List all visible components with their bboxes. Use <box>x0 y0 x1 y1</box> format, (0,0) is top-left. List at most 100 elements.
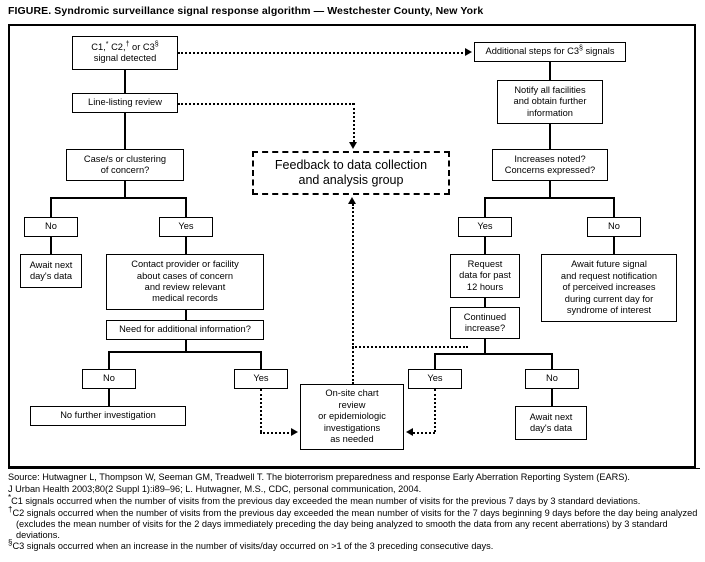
notify-line1: Notify all facilities <box>514 84 586 95</box>
dotted-signal-to-additional-steps <box>178 52 467 54</box>
dotted-continuedyes-down <box>434 389 436 432</box>
connector-continuedno-to-await2 <box>551 389 553 406</box>
flowchart-canvas: C1,* C2,† or C3§ signal detected Line-li… <box>8 24 696 468</box>
continued-yes-label: Yes <box>427 373 443 384</box>
dotted-needyes-right <box>260 432 293 434</box>
node-need-answer-no: No <box>82 369 136 389</box>
onsite-line1: On-site chart <box>325 388 379 399</box>
need-yes-label: Yes <box>253 373 269 384</box>
connector-need-split-horizontal <box>108 351 262 353</box>
node-onsite-chart-review: On-site chart review or epidemiologic in… <box>300 384 404 450</box>
footnote-source-line1: Source: Hutwagner L, Thompson W, Seeman … <box>8 472 630 482</box>
notify-line2: and obtain further <box>513 96 587 107</box>
connector-contact-to-need <box>185 310 187 320</box>
increases-line1: Increases noted? <box>514 153 586 164</box>
connector-linelisting-to-case <box>124 113 126 149</box>
line-listing-label: Line-listing review <box>88 97 162 108</box>
node-need-additional-information: Need for additional information? <box>106 320 264 340</box>
contact-line4: medical records <box>152 293 218 304</box>
contact-line3: and review relevant <box>144 282 226 292</box>
case-yes-label: Yes <box>178 221 194 232</box>
connector-increases-to-no <box>613 197 615 217</box>
node-continued-answer-yes: Yes <box>408 369 462 389</box>
awaitfuture-line4: during current day for <box>564 293 654 304</box>
arrowhead-onsite-to-feedback <box>348 197 356 204</box>
connector-continued-to-yes <box>434 353 436 369</box>
connector-increases-to-yes <box>484 197 486 217</box>
continued-no-label: No <box>546 373 558 384</box>
node-increases-answer-no: No <box>587 217 641 237</box>
onsite-line2: review <box>338 399 366 410</box>
contact-line1: Contact provider or facility <box>131 259 239 270</box>
dotted-linelisting-right <box>178 103 354 105</box>
arrowhead-continuedyes-to-onsite <box>406 428 413 436</box>
feedback-line1: Feedback to data collection <box>274 158 428 172</box>
request-line2: data for past <box>459 270 511 281</box>
additional-steps-label: Additional steps for C3§ signals <box>485 45 615 57</box>
connector-no-to-await <box>50 237 52 254</box>
connector-need-to-no <box>108 351 110 369</box>
request-line1: Request <box>467 258 503 269</box>
connector-case-stem <box>124 181 126 197</box>
request-line3: 12 hours <box>466 281 504 292</box>
node-notify-all-facilities: Notify all facilities and obtain further… <box>497 80 603 124</box>
footnote-section: §C3 signals occurred when an increase in… <box>8 539 700 552</box>
awaitfuture-line2: and request notification <box>560 270 658 281</box>
contact-line2: about cases of concern <box>136 270 234 281</box>
node-feedback-to-data-collection: Feedback to data collection and analysis… <box>252 151 450 195</box>
signal-detected-line1: C1,* C2,† or C3§ <box>91 40 159 52</box>
connector-increases-split-horizontal <box>484 197 615 199</box>
dotted-linelisting-down-to-feedback <box>353 103 355 142</box>
node-need-answer-yes: Yes <box>234 369 288 389</box>
dotted-continuedyes-left <box>413 432 435 434</box>
node-signal-detected: C1,* C2,† or C3§ signal detected <box>72 36 178 70</box>
connector-signal-to-linelisting <box>124 70 126 93</box>
await-right-line1: Await next <box>529 411 573 422</box>
node-request-data-past-12-hours: Request data for past 12 hours <box>450 254 520 298</box>
arrowhead-signal-to-additional-steps <box>465 48 472 56</box>
dotted-continued-increase-to-feedback-line <box>352 346 468 348</box>
connector-case-to-no <box>50 197 52 217</box>
footnote-star: *C1 signals occurred when the number of … <box>8 493 700 507</box>
footnote-star-marker: * <box>8 493 12 503</box>
node-continued-answer-no: No <box>525 369 579 389</box>
footnote-divider <box>8 468 700 469</box>
awaitfuture-line5: syndrome of interest <box>566 305 652 316</box>
connector-needno-to-nofurther <box>108 389 110 406</box>
increases-line2: Concerns expressed? <box>504 165 596 175</box>
connector-case-split-horizontal <box>50 197 187 199</box>
connector-continued-split-horizontal <box>434 353 553 355</box>
dotted-needyes-down <box>260 389 262 432</box>
signal-detected-line2: signal detected <box>93 53 157 63</box>
await-right-line2: day's data <box>529 423 573 433</box>
connector-need-to-yes <box>260 351 262 369</box>
connector-incyes-to-request <box>484 237 486 254</box>
onsite-line4: investigations <box>323 422 381 433</box>
footnote-section-text: C3 signals occurred when an increase in … <box>12 541 494 552</box>
need-info-label: Need for additional information? <box>119 324 251 335</box>
node-contact-provider: Contact provider or facility about cases… <box>106 254 264 310</box>
footnote-source-line2: J Urban Health 2003;80(2 Suppl 1):i89–96… <box>8 484 422 495</box>
await-left-line1: Await next <box>29 259 73 270</box>
node-await-future-signal: Await future signal and request notifica… <box>541 254 677 322</box>
connector-continued-stem <box>484 339 486 353</box>
node-line-listing-review: Line-listing review <box>72 93 178 113</box>
connector-need-stem <box>185 340 187 351</box>
dotted-onsite-up-to-feedback <box>352 204 354 384</box>
case-no-label: No <box>45 221 57 232</box>
node-await-next-days-data-left: Await next day's data <box>20 254 82 288</box>
connector-continued-to-no <box>551 353 553 369</box>
notify-line3: information <box>526 107 573 118</box>
node-increases-answer-yes: Yes <box>458 217 512 237</box>
connector-yes-to-contact <box>185 237 187 254</box>
footnote-dagger-marker: † <box>8 504 13 514</box>
node-no-further-investigation: No further investigation <box>30 406 186 426</box>
node-case-answer-no: No <box>24 217 78 237</box>
node-continued-increase: Continued increase? <box>450 307 520 339</box>
node-increases-noted-concerns-expressed: Increases noted? Concerns expressed? <box>492 149 608 181</box>
increases-no-label: No <box>608 221 620 232</box>
case-clustering-line2: of concern? <box>100 165 150 175</box>
continued-line2: increase? <box>464 323 506 333</box>
increases-yes-label: Yes <box>477 221 493 232</box>
node-additional-steps-for-c3-signals: Additional steps for C3§ signals <box>474 42 626 62</box>
